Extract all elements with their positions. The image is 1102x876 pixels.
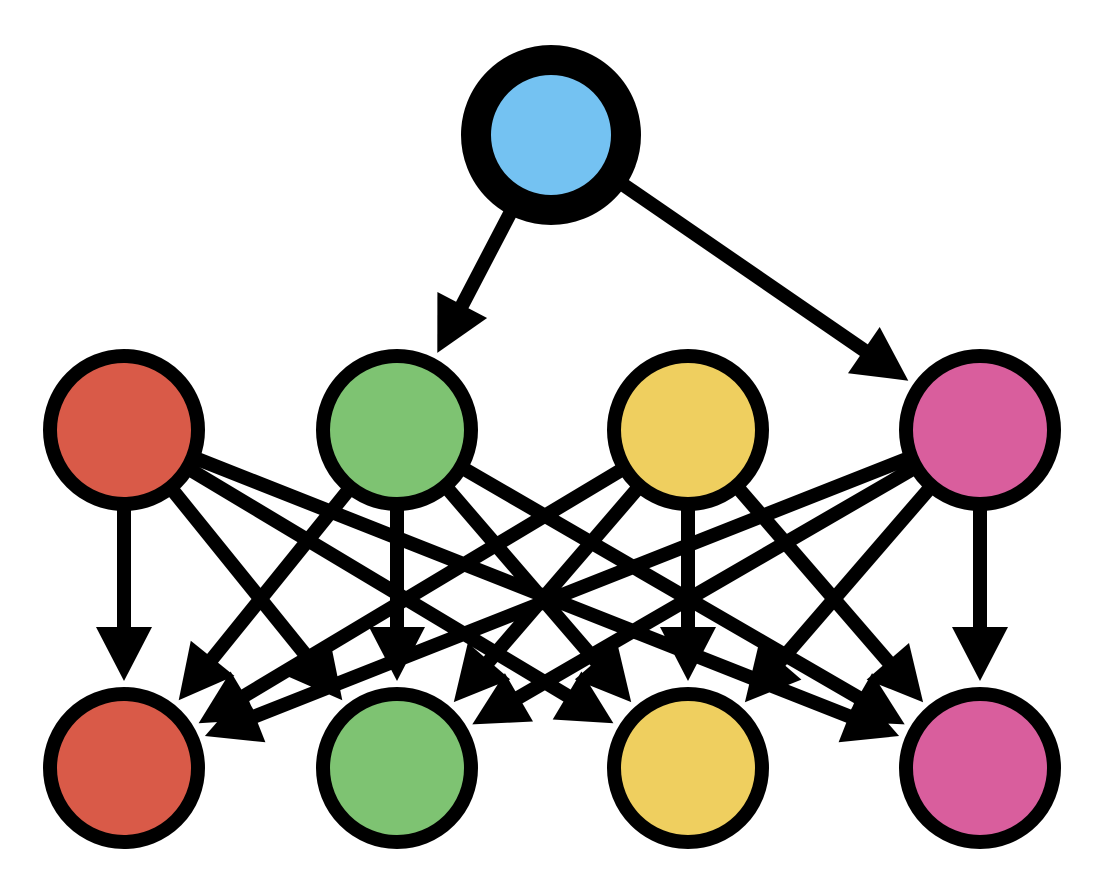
node-m-pink (899, 349, 1061, 511)
arrowhead-icon (453, 642, 511, 703)
edge-line (168, 487, 318, 668)
edge-m-red-to-b-yellow (188, 464, 614, 724)
edge-line (479, 485, 642, 671)
edge-m-pink-to-b-yellow (744, 485, 934, 703)
edge-m-green-to-b-pink (461, 463, 905, 725)
edge-line (188, 464, 576, 705)
edge-line (203, 487, 353, 668)
arrowhead-icon (848, 327, 909, 381)
edge-m-pink-to-b-pink (952, 509, 1008, 681)
edge-line (236, 464, 624, 705)
arrowhead-icon (660, 627, 716, 681)
node-m-yellow (607, 349, 769, 511)
arrowhead-icon (844, 673, 905, 725)
edge-line (770, 485, 934, 671)
edge-line (619, 179, 873, 360)
edge-root-to-m-green (437, 209, 517, 353)
node-b-yellow (607, 687, 769, 849)
edge-m-green-to-b-yellow (443, 485, 632, 703)
edge-m-yellow-to-b-green (453, 485, 642, 703)
arrowhead-icon (204, 690, 266, 743)
arrowhead-icon (866, 643, 924, 703)
arrowhead-icon (552, 671, 614, 724)
edge-m-red-to-b-red (96, 509, 152, 681)
node-b-red (43, 687, 205, 849)
arrowhead-icon (472, 673, 533, 725)
edge-m-green-to-b-red (178, 487, 353, 701)
edge-line (461, 463, 867, 707)
edge-line (246, 452, 910, 725)
edge-m-pink-to-b-red (204, 452, 910, 743)
arrowhead-icon (96, 627, 152, 681)
arrowhead-icon (178, 640, 235, 701)
nodes-layer (43, 45, 1061, 849)
edge-root-to-m-pink (619, 179, 909, 381)
edge-m-yellow-to-b-yellow (660, 509, 716, 681)
node-b-green (316, 687, 478, 849)
node-root (461, 45, 641, 225)
arrowhead-icon (744, 643, 802, 703)
arrowhead-icon (952, 627, 1008, 681)
arrowhead-icon (574, 642, 632, 703)
node-m-green (316, 349, 478, 511)
edge-m-pink-to-b-green (472, 463, 916, 725)
node-b-pink (899, 687, 1061, 849)
edge-line (453, 209, 517, 314)
edge-line (510, 463, 916, 707)
node-m-red (43, 349, 205, 511)
edge-line (443, 485, 606, 671)
arrowhead-icon (437, 292, 488, 353)
edges-layer (96, 179, 1008, 743)
